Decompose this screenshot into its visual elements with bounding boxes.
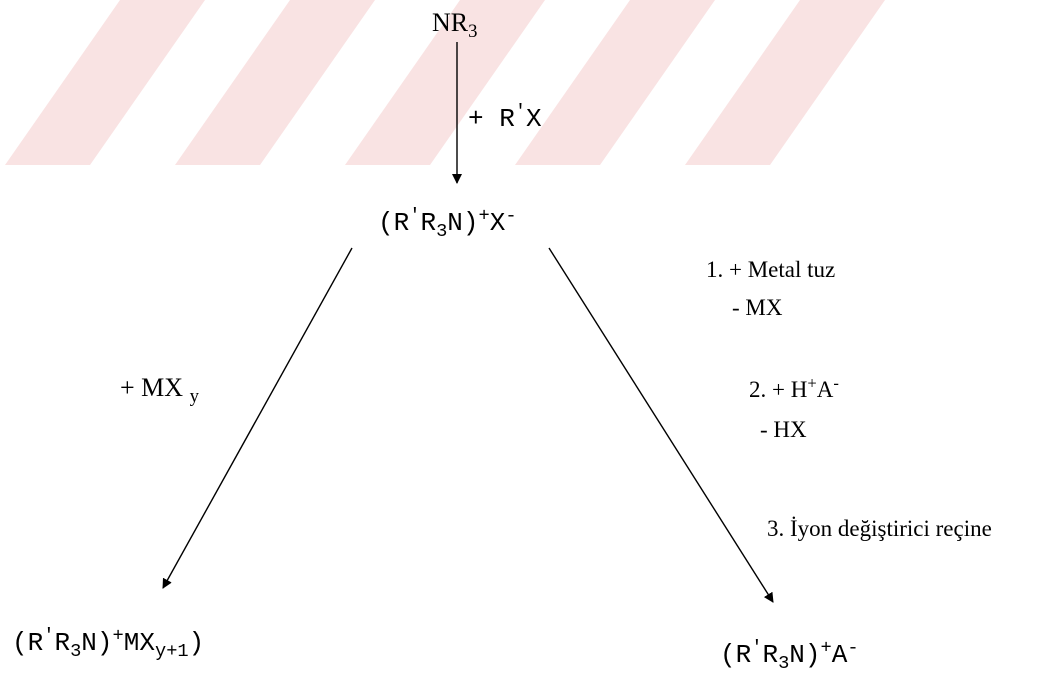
step1-line1: 1. + Metal tuz (706, 257, 836, 282)
arrow-down-left (162, 247, 353, 589)
step2-line2: - HX (760, 417, 807, 442)
step1-line2: - MX (732, 295, 783, 320)
right-product: (R'R3N)+A- (720, 636, 859, 675)
reactant-nr3: NR3 (432, 8, 478, 43)
step2-line1: 2. + H+A- (749, 373, 839, 402)
left-reagent-mxy: + MX y (120, 373, 199, 408)
step3-line: 3. İyon değiştirici reçine (767, 516, 992, 541)
reagent-rx: + R'X (468, 100, 542, 134)
watermark-stripes (5, 0, 885, 165)
intermediate-ammonium-halide: (R'R3N)+X- (378, 204, 517, 243)
left-product: (R'R3N)+MXy+1) (12, 624, 205, 663)
arrow-down-right (548, 247, 774, 603)
